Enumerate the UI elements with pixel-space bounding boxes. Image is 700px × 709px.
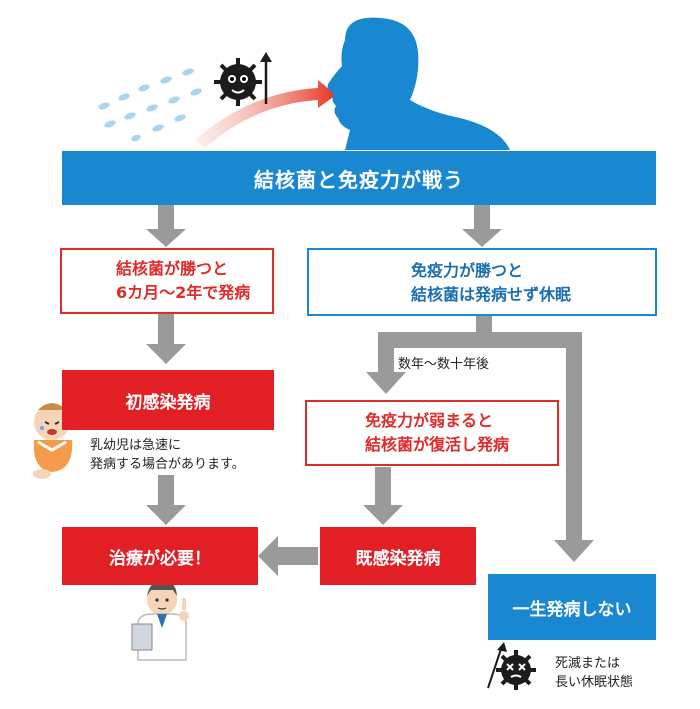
banner-text: 結核菌と免疫力が戦う: [254, 167, 464, 192]
dormant-note-line2: 長い休眠状態: [555, 675, 634, 690]
infant-note: 乳幼児は急速に 発病する場合があります。: [90, 436, 245, 474]
immunity-weakened-line1: 免疫力が弱まると: [365, 411, 494, 430]
immunity-wins-box: 免疫力が勝つと 結核菌は発病せず休眠: [307, 248, 657, 316]
germ-wins-line2: 6カ月〜2年で発病: [116, 283, 251, 302]
inhale-arrow: [195, 80, 336, 148]
dead-germ-icon: [487, 642, 536, 690]
germ-wins-line1: 結核菌が勝つと: [116, 259, 229, 278]
immunity-weakened-box: 免疫力が弱まると 結核菌が復活し発病: [305, 400, 559, 466]
droplets-icon: [98, 68, 202, 142]
germ-icon: [214, 52, 272, 106]
treatment-required-label: 治療が必要！: [109, 548, 211, 569]
person-silhouette-icon: [327, 17, 510, 150]
primary-infection-box: 初感染発病: [62, 370, 274, 430]
dormant-note-line1: 死滅または: [555, 656, 621, 671]
primary-infection-label: 初感染発病: [125, 392, 211, 413]
doctor-icon: [131, 581, 189, 661]
treatment-required-box: 治療が必要！: [62, 527, 258, 585]
never-develops-label: 一生発病しない: [512, 599, 632, 620]
years-later-label: 数年〜数十年後: [398, 357, 490, 372]
baby-crying-icon: [33, 403, 73, 479]
immunity-wins-line2: 結核菌は発病せず休眠: [411, 285, 572, 304]
never-develops-box: 一生発病しない: [488, 574, 656, 640]
immunity-wins-line1: 免疫力が勝つと: [411, 261, 524, 280]
secondary-infection-box: 既感染発病: [320, 527, 476, 585]
immunity-weakened-line2: 結核菌が復活し発病: [365, 435, 510, 454]
secondary-infection-label: 既感染発病: [355, 548, 441, 569]
infant-note-line1: 乳幼児は急速に: [90, 438, 182, 453]
germ-wins-box: 結核菌が勝つと 6カ月〜2年で発病: [60, 248, 274, 314]
infant-note-line2: 発病する場合があります。: [90, 457, 245, 472]
banner: 結核菌と免疫力が戦う: [62, 151, 656, 205]
dormant-note: 死滅または 長い休眠状態: [555, 654, 633, 692]
